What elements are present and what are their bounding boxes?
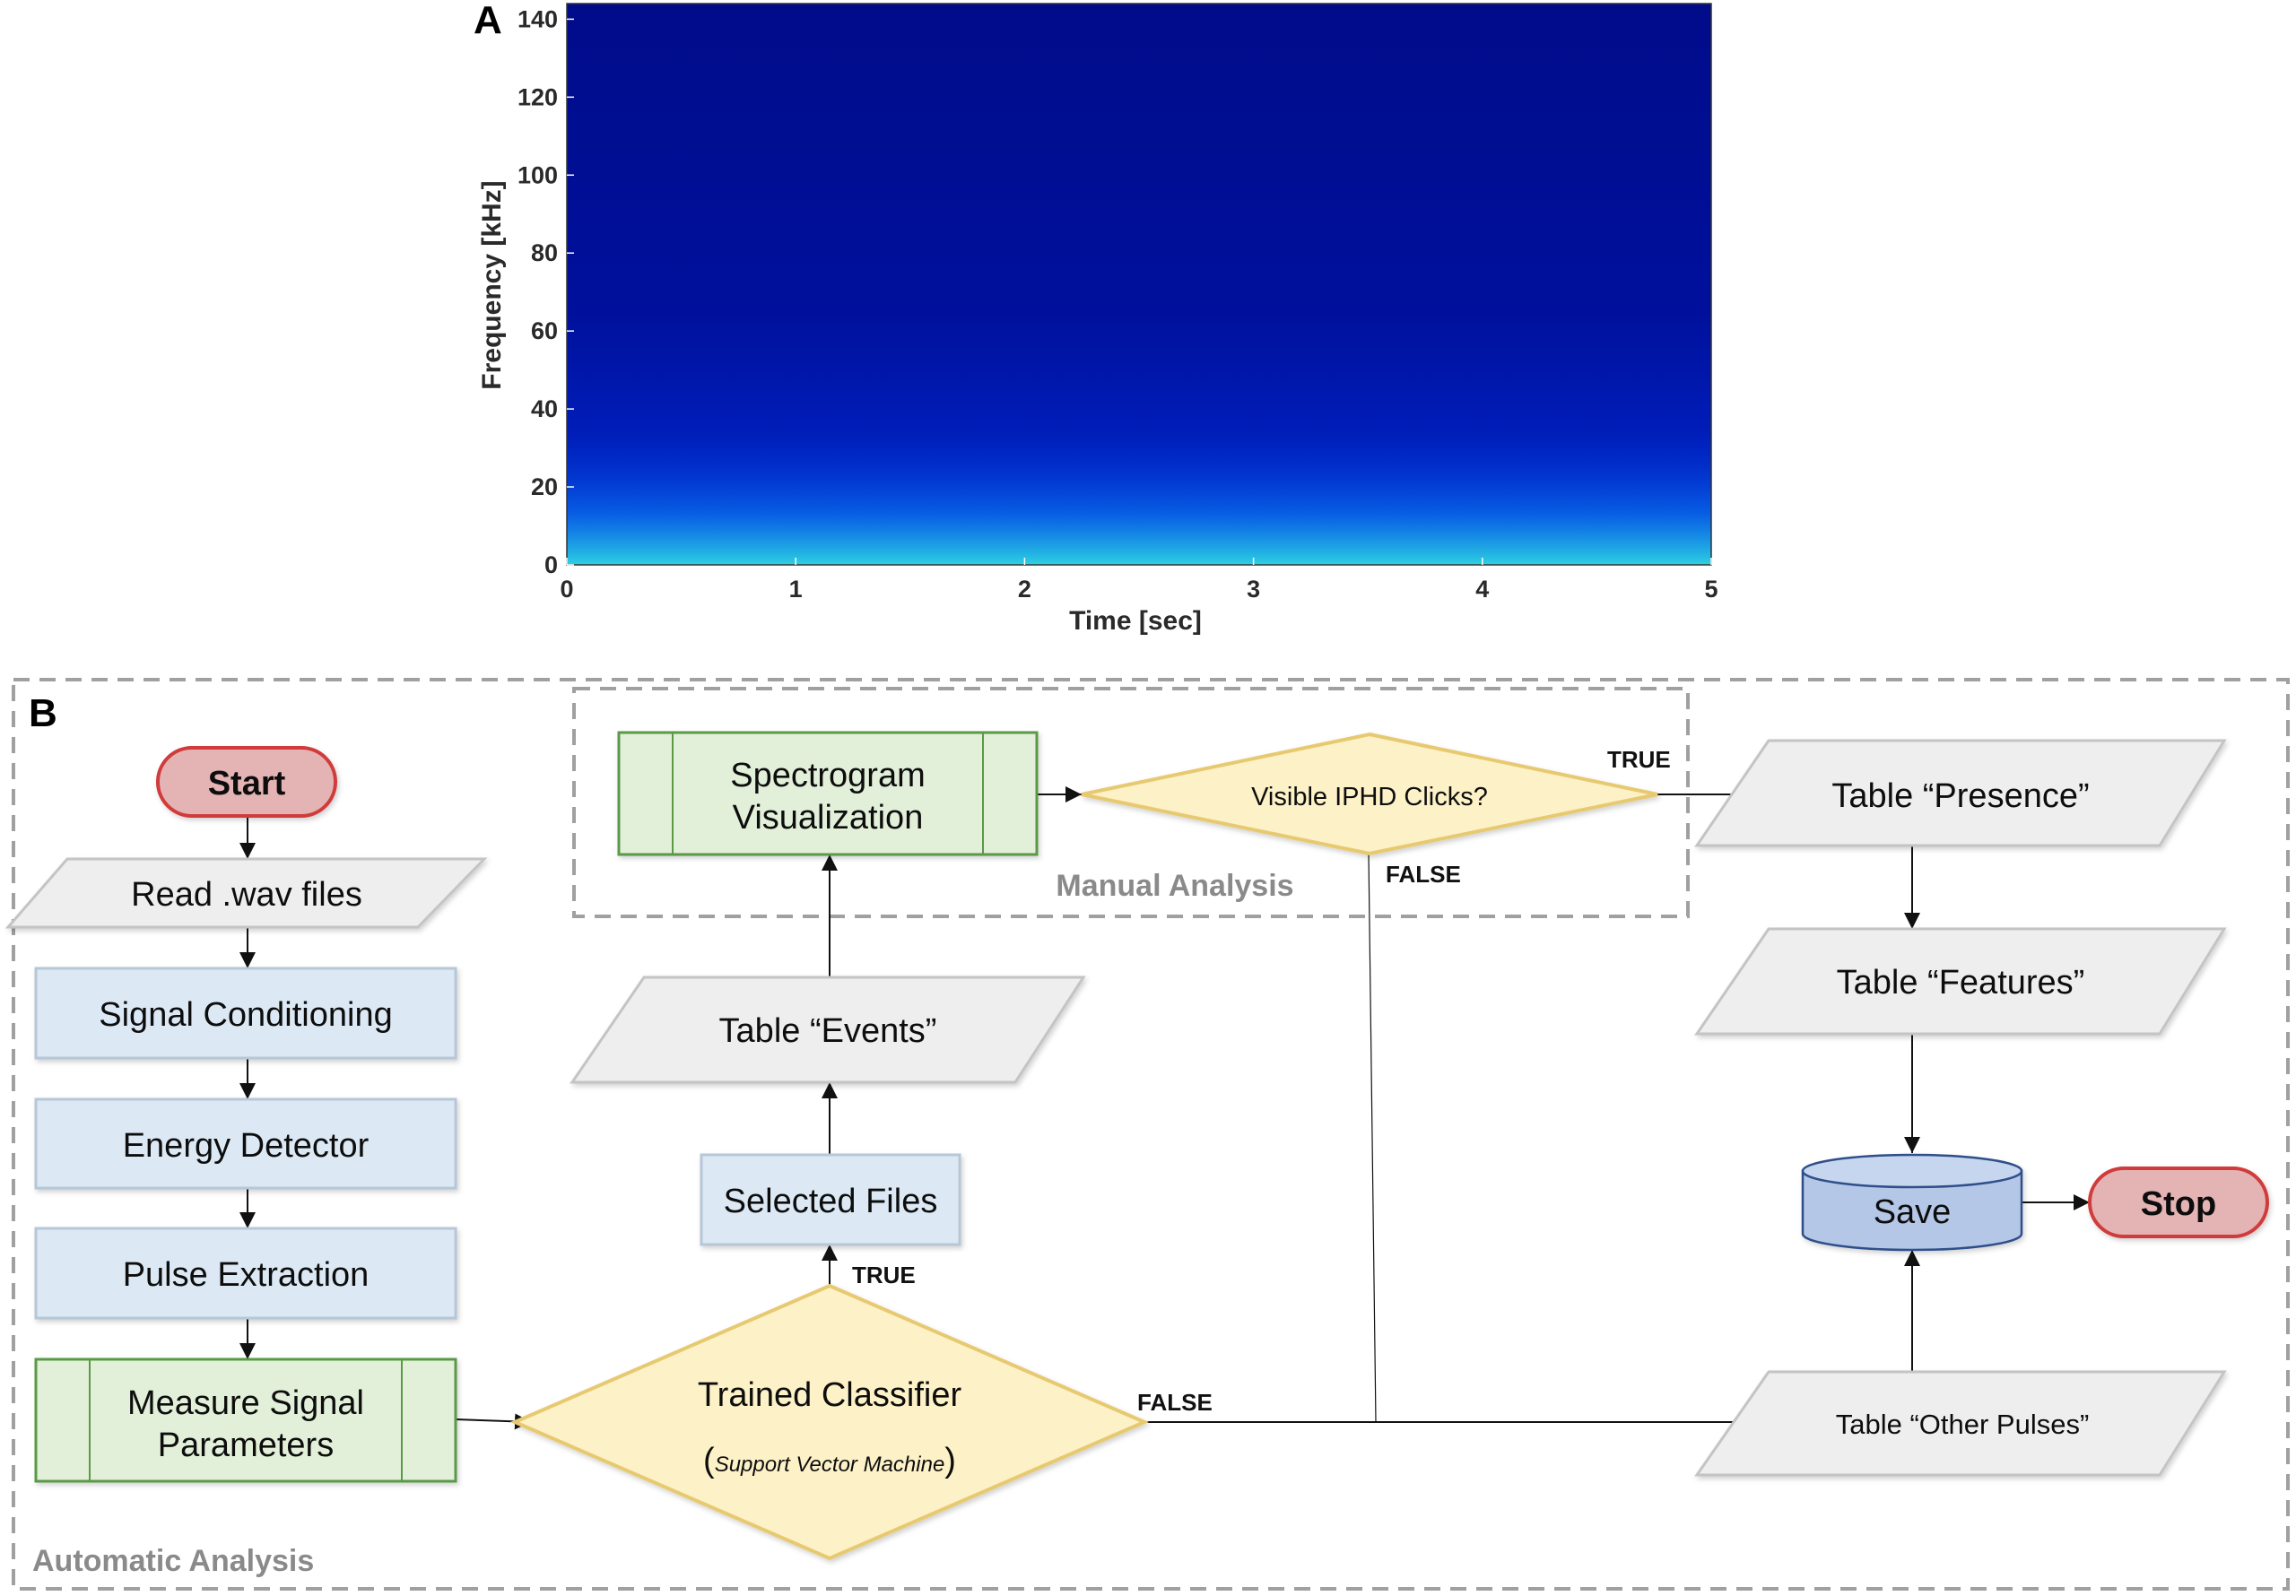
stop-label: Stop: [2141, 1185, 2216, 1223]
start-label: Start: [208, 765, 286, 802]
y-tick-label: 100: [517, 161, 558, 188]
y-tick-label: 80: [531, 239, 558, 266]
visible-clicks-decision-node: Visible IPHD Clicks?: [1081, 732, 1658, 856]
classifier-false-label: FALSE: [1137, 1389, 1213, 1416]
spectrogram-visualization-node: Spectrogram Visualization: [617, 731, 1039, 856]
save-database-node: Save: [1801, 1153, 2023, 1252]
automatic-analysis-label: Automatic Analysis: [32, 1544, 314, 1578]
visible-clicks-label: Visible IPHD Clicks?: [1251, 783, 1488, 811]
x-axis-label: Time [sec]: [1069, 606, 1202, 636]
energy-detector-node: Energy Detector: [34, 1097, 457, 1190]
manual-analysis-group: [572, 687, 1690, 918]
signal-conditioning-node: Signal Conditioning: [34, 967, 457, 1060]
pulse-extraction-node: Pulse Extraction: [34, 1227, 457, 1320]
x-tick-label: 0: [560, 576, 573, 603]
pulse-extraction-label: Pulse Extraction: [123, 1256, 370, 1294]
low-frequency-noise: [567, 430, 1711, 565]
manual-analysis-label: Manual Analysis: [1056, 869, 1293, 903]
spectrogram-frame: [566, 3, 1712, 566]
table-events-label: Table “Events”: [719, 1012, 937, 1050]
table-other-pulses-node: Table “Other Pulses”: [1694, 1370, 2227, 1477]
line-visible-false: [1368, 853, 1377, 1423]
connectors: [239, 786, 2090, 1430]
spectrogram-visualization-line1: Spectrogram: [730, 757, 926, 794]
measure-label-line1: Measure Signal: [127, 1384, 364, 1422]
spectrogram-visualization-line2: Visualization: [733, 799, 924, 837]
measure-label-line2: Parameters: [158, 1427, 334, 1464]
table-events-node: Table “Events”: [570, 976, 1086, 1084]
automatic-analysis-group: [12, 678, 2290, 1591]
y-tick-label: 20: [531, 473, 558, 500]
table-features-label: Table “Features”: [1837, 964, 2085, 1002]
x-axis-ticks: 0 1 2 3 4 5: [560, 558, 1718, 603]
table-other-pulses-label: Table “Other Pulses”: [1836, 1409, 2090, 1440]
visible-false-label: FALSE: [1386, 861, 1461, 888]
y-axis-ticks: 0 20 40 60 80 100 120 140: [517, 5, 574, 578]
classifier-label-line1: Trained Classifier: [698, 1376, 962, 1414]
energy-detector-label: Energy Detector: [123, 1127, 370, 1165]
visible-true-label: TRUE: [1607, 746, 1671, 773]
table-features-node: Table “Features”: [1694, 927, 2227, 1036]
save-label: Save: [1874, 1193, 1952, 1231]
x-tick-label: 2: [1018, 576, 1031, 603]
start-node: Start: [156, 746, 337, 818]
selected-files-node: Selected Files: [700, 1153, 961, 1246]
read-wav-node: Read .wav files: [4, 857, 488, 929]
measure-signal-parameters-node: Measure Signal Parameters: [34, 1357, 457, 1483]
spectrogram: 0 20 40 60 80 100 120 140 0 1 2 3 4 5 Time [sec] Fre…: [477, 3, 1718, 636]
classifier-true-label: TRUE: [852, 1262, 916, 1288]
panel-label-b: B: [29, 691, 57, 735]
x-tick-label: 5: [1704, 576, 1718, 603]
table-presence-node: Table “Presence”: [1694, 739, 2227, 847]
stop-node: Stop: [2088, 1167, 2269, 1238]
selected-files-label: Selected Files: [724, 1183, 938, 1220]
y-tick-label: 140: [517, 5, 558, 32]
trained-classifier-node: Trained Classifier (Support Vector Machi…: [509, 1283, 1150, 1561]
signal-conditioning-label: Signal Conditioning: [99, 996, 392, 1034]
classifier-label-line2: (Support Vector Machine): [703, 1442, 956, 1479]
panel-label-a: A: [474, 0, 502, 42]
x-tick-label: 3: [1247, 576, 1260, 603]
y-tick-label: 0: [544, 551, 558, 578]
x-tick-label: 1: [789, 576, 803, 603]
table-presence-label: Table “Presence”: [1831, 777, 2089, 815]
y-tick-label: 40: [531, 395, 558, 422]
y-axis-label: Frequency [kHz]: [477, 180, 507, 389]
y-tick-label: 60: [531, 317, 558, 344]
y-tick-label: 120: [517, 83, 558, 110]
x-tick-label: 4: [1475, 576, 1489, 603]
read-wav-label: Read .wav files: [131, 876, 362, 914]
